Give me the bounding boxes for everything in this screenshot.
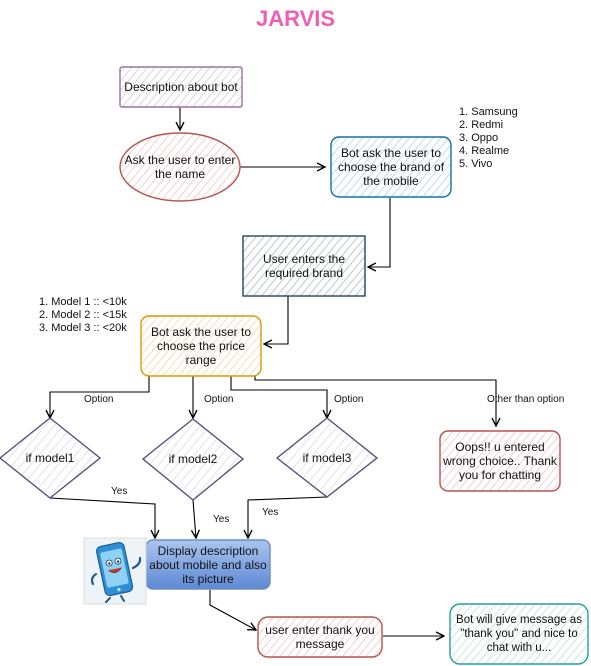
node-thank-you-shape	[257, 616, 383, 658]
brand-item: 1. Samsung	[459, 106, 518, 118]
brand-item: 3. Oppo	[459, 132, 499, 144]
node-ask-brand-shape	[330, 136, 452, 198]
diagram-title: JARVIS	[255, 6, 336, 31]
price-model-item: 3. Model 3 :: <20k	[39, 322, 127, 334]
edge-label-option-3: Option	[334, 394, 364, 405]
node-enters-brand-shape	[242, 235, 366, 297]
edge-label-option-2: Option	[204, 394, 234, 405]
price-model-item: 1. Model 1 :: <10k	[39, 296, 127, 308]
edge-model1-to-display	[49, 497, 155, 538]
node-model3: if model3	[302, 451, 352, 465]
brand-item: 4. Realme	[459, 145, 510, 157]
edge-label-yes-2: Yes	[213, 514, 230, 525]
node-wrong-choice-shape	[439, 430, 561, 492]
node-model1-shape	[0, 417, 102, 499]
node-thank-you: user enter thank you message	[265, 623, 375, 651]
node-bot-message: Bot will give message as "thank you" and…	[456, 614, 582, 654]
node-wrong-choice: Oops!! u entered wrong choice.. Thank yo…	[443, 440, 557, 482]
node-description-shape	[119, 66, 243, 108]
edge-ask-price-to-wrong-choice	[254, 376, 496, 426]
node-display: Display description about mobile and als…	[149, 543, 267, 586]
edge-label-option-1: Option	[84, 394, 114, 405]
edge-display-to-thank-you	[209, 590, 256, 630]
edge-label-other: Other than option	[487, 394, 565, 405]
node-model2-shape	[141, 418, 245, 501]
price-model-item: 2. Model 2 :: <15k	[39, 309, 127, 321]
edge-ask-price-to-model1	[50, 375, 150, 418]
node-ask-price-shape	[140, 315, 262, 377]
node-model2: if model2	[168, 452, 218, 466]
edge-model2-to-display	[193, 499, 196, 538]
node-enters-brand: User enters the required brand	[262, 252, 346, 280]
edge-ask-brand-to-enters-brand	[368, 198, 391, 267]
node-model3-shape	[275, 417, 379, 498]
edge-enters-brand-to-ask-price	[264, 295, 289, 344]
node-model1: if model1	[25, 451, 75, 465]
node-ask-price: Bot ask the user to choose the price ran…	[150, 325, 252, 367]
brand-item: 5. Vivo	[459, 158, 493, 170]
edge-label-yes-1: Yes	[111, 486, 128, 497]
edge-model3-to-display	[248, 496, 328, 538]
node-bot-message-shape	[449, 603, 589, 665]
edge-ask-price-to-model3	[230, 376, 327, 418]
edge-label-yes-3: Yes	[262, 507, 279, 518]
node-ask-brand: Bot ask the user to choose the brand of …	[337, 146, 445, 188]
price-model-list: 1. Model 1 :: <10k 2. Model 2 :: <15k 3.…	[39, 296, 127, 335]
brand-item: 2. Redmi	[459, 119, 504, 131]
shapes	[0, 66, 589, 665]
node-description: Description about bot	[124, 80, 238, 94]
brand-list: 1. Samsung 2. Redmi 3. Oppo 4. Realme 5.…	[459, 106, 518, 171]
smiling-phone-icon	[83, 537, 147, 605]
node-ask-name: Ask the user to enter the name	[124, 153, 236, 181]
connectors	[50, 107, 496, 636]
node-ask-name-shape	[119, 132, 241, 202]
